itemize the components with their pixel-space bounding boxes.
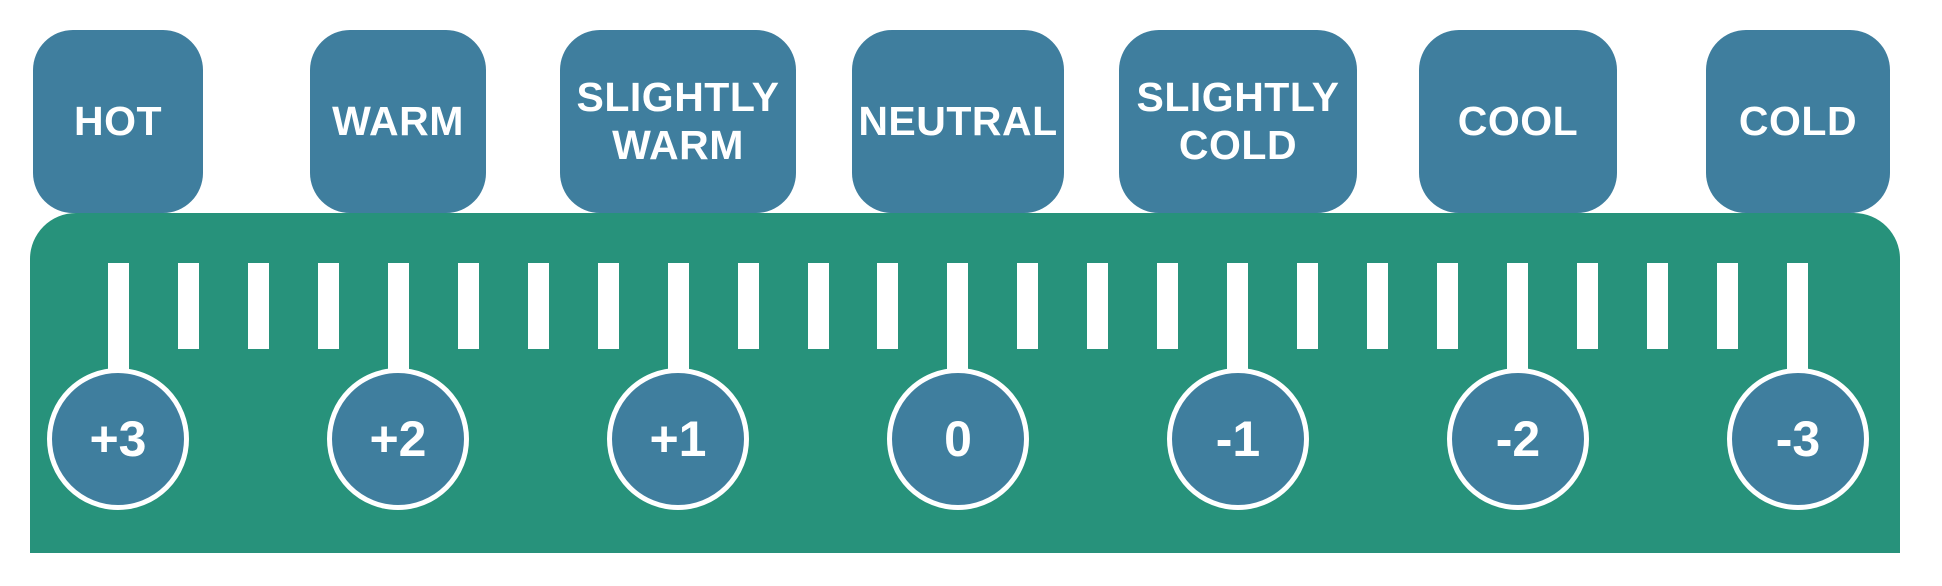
badge-hot: HOT — [33, 30, 203, 213]
minor-tick — [1157, 263, 1179, 349]
major-tick — [1227, 263, 1249, 373]
scale-value-circle-plus1: +1 — [607, 368, 749, 510]
scale-value-circle-zero: 0 — [887, 368, 1029, 510]
minor-tick — [457, 263, 479, 349]
tick-row — [108, 263, 1808, 375]
major-tick — [667, 263, 689, 373]
scale-value-circle-minus2: -2 — [1447, 368, 1589, 510]
major-tick — [387, 263, 409, 373]
minor-tick — [737, 263, 759, 349]
major-tick — [108, 263, 129, 373]
scale-value-circle-minus3: -3 — [1727, 368, 1869, 510]
scale-value-label: +1 — [649, 411, 707, 467]
minor-tick — [1646, 263, 1668, 349]
badge-warm: WARM — [310, 30, 486, 213]
badge-cool: COOL — [1419, 30, 1617, 213]
minor-tick — [1577, 263, 1599, 349]
minor-tick — [1716, 263, 1738, 349]
minor-tick — [177, 263, 199, 349]
scale-value-circle-plus3: +3 — [47, 368, 189, 510]
minor-tick — [1017, 263, 1039, 349]
scale-value-circle-plus2: +2 — [327, 368, 469, 510]
minor-tick — [1437, 263, 1459, 349]
scale-value-label: 0 — [944, 411, 972, 467]
major-tick — [947, 263, 969, 373]
scale-value-circle-minus1: -1 — [1167, 368, 1309, 510]
major-tick — [1507, 263, 1529, 373]
scale-value-label: -1 — [1215, 411, 1261, 467]
scale-value-label: +2 — [369, 411, 427, 467]
minor-tick — [317, 263, 339, 349]
major-tick — [1786, 263, 1808, 373]
scale-value-label: -2 — [1495, 411, 1541, 467]
minor-tick — [1367, 263, 1389, 349]
minor-tick — [1087, 263, 1109, 349]
badge-slightly-cold: SLIGHTLY COLD — [1119, 30, 1357, 213]
minor-tick — [877, 263, 899, 349]
minor-tick — [597, 263, 619, 349]
badge-neutral: NEUTRAL — [852, 30, 1064, 213]
badge-cold: COLD — [1706, 30, 1890, 213]
badge-slightly-warm: SLIGHTLY WARM — [560, 30, 796, 213]
scale-value-label: +3 — [89, 411, 147, 467]
minor-tick — [807, 263, 829, 349]
scale-value-label: -3 — [1775, 411, 1821, 467]
minor-tick — [1297, 263, 1319, 349]
minor-tick — [247, 263, 269, 349]
minor-tick — [527, 263, 549, 349]
